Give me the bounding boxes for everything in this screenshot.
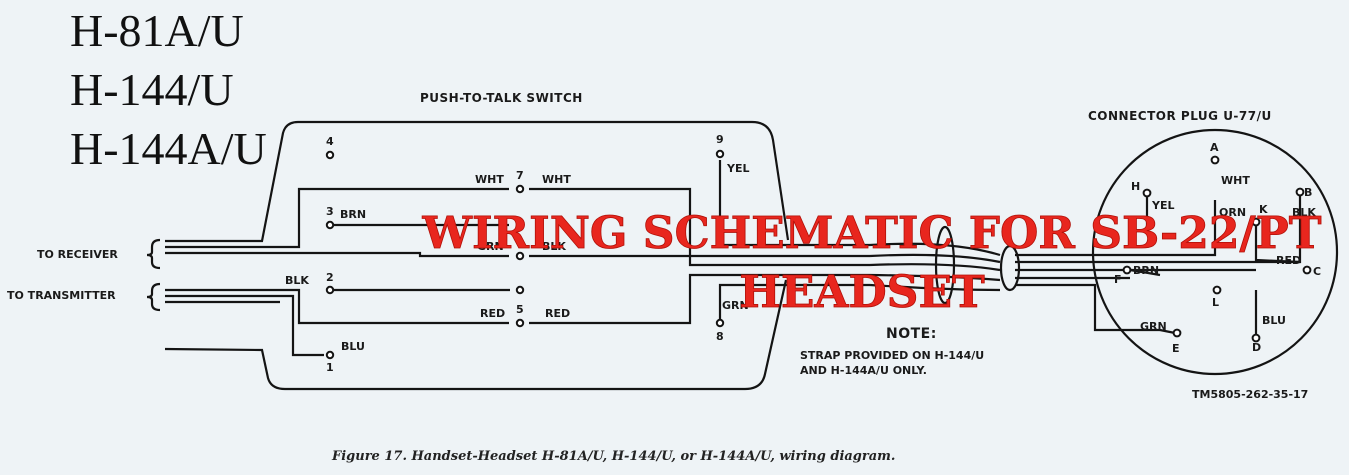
plug-wire-grn: GRN: [1140, 320, 1167, 333]
connector-plug-body: [1091, 128, 1339, 376]
transmitter-label: TO TRANSMITTER: [7, 289, 116, 302]
wire-red-5-out: [529, 273, 870, 325]
terminal-blk-junction: [515, 285, 525, 295]
terminal-2: [325, 285, 335, 295]
pin-c-letter: C: [1313, 265, 1321, 278]
wire-label-wht-b: WHT: [542, 173, 571, 186]
plug-wire-yel: YEL: [1151, 199, 1175, 212]
terminal-4-number: 4: [326, 135, 334, 148]
pin-k: [1251, 217, 1261, 227]
terminal-4: [325, 150, 335, 160]
wire-label-grn-8: GRN: [722, 299, 749, 312]
wire-grn-8: [718, 283, 870, 320]
pin-l-letter: L: [1212, 296, 1219, 309]
plug-line-e: [1015, 283, 1160, 332]
wire-wht-7-out: [529, 187, 870, 267]
switch-title: PUSH-TO-TALK SWITCH: [420, 91, 583, 105]
transmitter-bracket: [146, 282, 161, 312]
overlay-title-line-1: WIRING SCHEMATIC FOR SB-22/PT: [422, 208, 1322, 259]
wire-red-transmitter: [165, 288, 509, 325]
pin-k-letter: K: [1259, 203, 1268, 216]
bundle-line-1: [869, 242, 1001, 257]
terminal-9-number: 9: [716, 133, 724, 146]
terminal-1: [325, 350, 335, 360]
terminal-3-number: 3: [326, 205, 334, 218]
note-heading: NOTE:: [886, 326, 937, 342]
plug-wire-blu: BLU: [1262, 314, 1286, 327]
cable-jacket-top: [165, 120, 790, 243]
plug-pins: [1122, 155, 1312, 343]
terminal-8: [715, 318, 725, 328]
wire-grn-receiver: [165, 251, 509, 258]
terminal-9: [715, 149, 725, 159]
cable-break-right: [999, 244, 1021, 292]
terminal-5-number: 5: [516, 303, 524, 316]
plug-wire-brn: BRN: [1133, 264, 1159, 277]
pin-l: [1212, 285, 1222, 295]
plug-wire-orn: ORN: [1219, 206, 1246, 219]
bundle-line-4: [869, 273, 1001, 282]
plug-internal-wiring: [1129, 195, 1301, 335]
pin-b-letter: B: [1304, 186, 1312, 199]
terminal-7-number: 7: [516, 169, 524, 182]
cable-break-left: [934, 225, 956, 305]
wire-label-red-b: RED: [545, 307, 570, 320]
terminal-2-number: 2: [326, 271, 334, 284]
pin-a-letter: A: [1210, 141, 1219, 154]
receiver-label: TO RECEIVER: [37, 248, 118, 261]
model-label-2: H-144/U: [70, 64, 234, 115]
pin-e-letter: E: [1172, 342, 1180, 355]
terminal-6: [515, 251, 525, 261]
wire-label-red-a: RED: [480, 307, 505, 320]
pin-c: [1302, 265, 1312, 275]
terminal-8-number: 8: [716, 330, 724, 343]
receiver-bracket: [146, 238, 161, 270]
cord-bundle: [164, 120, 1302, 391]
wire-label-yel: YEL: [726, 162, 750, 175]
pin-a: [1210, 155, 1220, 165]
overlay-title-line-2: HEADSET: [739, 267, 985, 318]
wire-blu-transmitter: [165, 294, 324, 357]
terminal-5: [515, 318, 525, 328]
figure-caption: Figure 17. Handset-Headset H-81A/U, H-14…: [331, 449, 895, 464]
wire-label-wht-a: WHT: [475, 173, 504, 186]
wire-label-blk-mid: BLK: [542, 240, 566, 253]
wire-yel-9: [718, 160, 870, 247]
terminal-1-number: 1: [326, 361, 334, 374]
bundle-line-3: [869, 263, 1001, 272]
switch-terminals: [325, 149, 725, 360]
note-line-2: AND H-144A/U ONLY.: [800, 364, 927, 377]
pin-d-letter: D: [1252, 341, 1261, 354]
plug-wire-red: RED: [1276, 254, 1301, 267]
wire-wht-receiver: [165, 187, 509, 249]
terminal-3: [325, 220, 335, 230]
wire-label-brn: BRN: [340, 208, 366, 221]
model-label-3: H-144A/U: [70, 123, 267, 174]
note-line-1: STRAP PROVIDED ON H-144/U: [800, 349, 984, 362]
plug-line-a: [1015, 200, 1217, 257]
model-label-1: H-81A/U: [70, 5, 244, 56]
terminal-7: [515, 184, 525, 194]
connector-title: CONNECTOR PLUG U-77/U: [1088, 109, 1272, 123]
cable-jacket-bottom: [164, 279, 788, 391]
plug-wire-wht: WHT: [1221, 174, 1250, 187]
pin-e: [1172, 328, 1182, 338]
plug-wire-blk: BLK: [1292, 206, 1316, 219]
bundle-line-5: [869, 283, 1001, 292]
wire-label-blk: BLK: [285, 274, 309, 287]
reference-code: TM5805-262-35-17: [1192, 388, 1308, 401]
wire-label-grn: GRN: [477, 240, 504, 253]
wire-label-blu: BLU: [341, 340, 365, 353]
pin-b: [1295, 187, 1305, 197]
pin-d: [1251, 333, 1261, 343]
pin-f-letter: F: [1114, 273, 1122, 286]
bundle-line-2: [869, 253, 1001, 264]
pin-h-letter: H: [1131, 180, 1140, 193]
pin-h: [1142, 188, 1152, 198]
pin-f: [1122, 265, 1132, 275]
